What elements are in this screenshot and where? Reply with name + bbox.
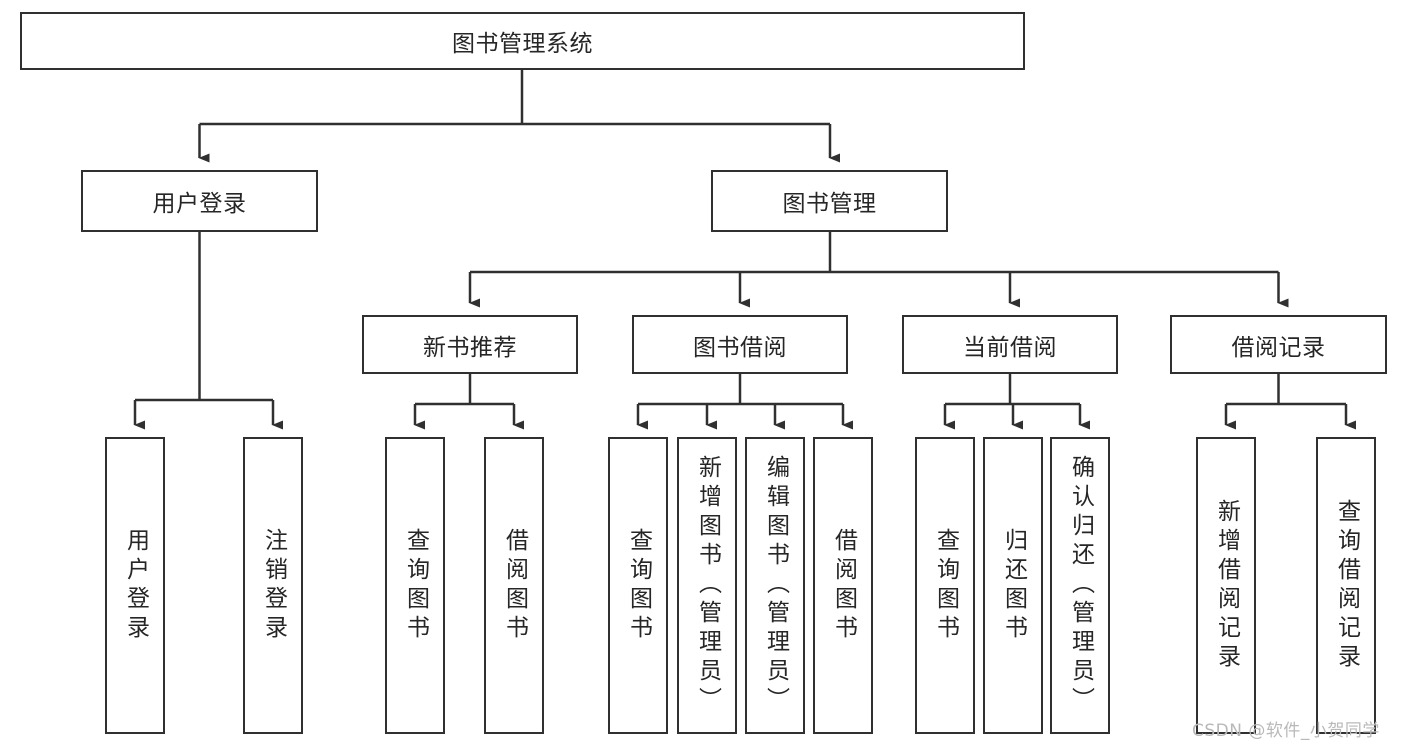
node-label: 借阅图书 xyxy=(830,527,857,644)
leaf-add-borrow-record[interactable]: 新增借阅记录 xyxy=(1196,437,1256,734)
node-label: 归还图书 xyxy=(1000,527,1027,644)
leaf-add-book-admin[interactable]: 新增图书（管理员） xyxy=(677,437,737,734)
node-label: 查询图书 xyxy=(625,527,652,644)
leaf-return-book[interactable]: 归还图书 xyxy=(983,437,1043,734)
node-label: 用户登录 xyxy=(152,191,247,217)
leaf-query-book-borrow[interactable]: 查询图书 xyxy=(608,437,668,734)
node-book-borrow[interactable]: 图书借阅 xyxy=(632,315,848,374)
node-label: 借阅图书 xyxy=(501,527,528,644)
node-label: 查询借阅记录 xyxy=(1333,498,1360,673)
node-label: 图书管理系统 xyxy=(452,31,593,57)
node-label: 新书推荐 xyxy=(423,334,517,361)
node-new-book-recommend[interactable]: 新书推荐 xyxy=(362,315,578,374)
node-label: 图书借阅 xyxy=(693,334,787,361)
node-label: 注销登录 xyxy=(260,527,287,644)
node-user-login[interactable]: 用户登录 xyxy=(81,170,318,232)
leaf-logout-login[interactable]: 注销登录 xyxy=(243,437,303,734)
node-label: 借阅记录 xyxy=(1231,334,1326,361)
leaf-query-book-current[interactable]: 查询图书 xyxy=(915,437,975,734)
node-label: 当前借阅 xyxy=(963,334,1057,361)
node-label: 查询图书 xyxy=(402,527,429,644)
node-label: 用户登录 xyxy=(122,527,149,644)
node-label: 新增借阅记录 xyxy=(1213,498,1240,673)
leaf-borrow-book-borrow[interactable]: 借阅图书 xyxy=(813,437,873,734)
csdn-watermark: CSDN @软件_小贺同学 xyxy=(1192,721,1380,741)
node-label: 查询图书 xyxy=(932,527,959,644)
node-label: 编辑图书（管理员） xyxy=(762,455,789,716)
leaf-confirm-return-admin[interactable]: 确认归还（管理员） xyxy=(1050,437,1110,734)
node-current-borrow[interactable]: 当前借阅 xyxy=(902,315,1118,374)
leaf-borrow-book-recommend[interactable]: 借阅图书 xyxy=(484,437,544,734)
leaf-edit-book-admin[interactable]: 编辑图书（管理员） xyxy=(745,437,805,734)
leaf-query-borrow-record[interactable]: 查询借阅记录 xyxy=(1316,437,1376,734)
leaf-query-book-recommend[interactable]: 查询图书 xyxy=(385,437,445,734)
node-label: 确认归还（管理员） xyxy=(1067,455,1094,716)
leaf-user-login[interactable]: 用户登录 xyxy=(105,437,165,734)
node-root-system[interactable]: 图书管理系统 xyxy=(20,12,1025,70)
node-borrow-record[interactable]: 借阅记录 xyxy=(1170,315,1387,374)
node-label: 图书管理 xyxy=(782,191,877,217)
node-label: 新增图书（管理员） xyxy=(694,455,721,716)
node-book-manage[interactable]: 图书管理 xyxy=(711,170,948,232)
